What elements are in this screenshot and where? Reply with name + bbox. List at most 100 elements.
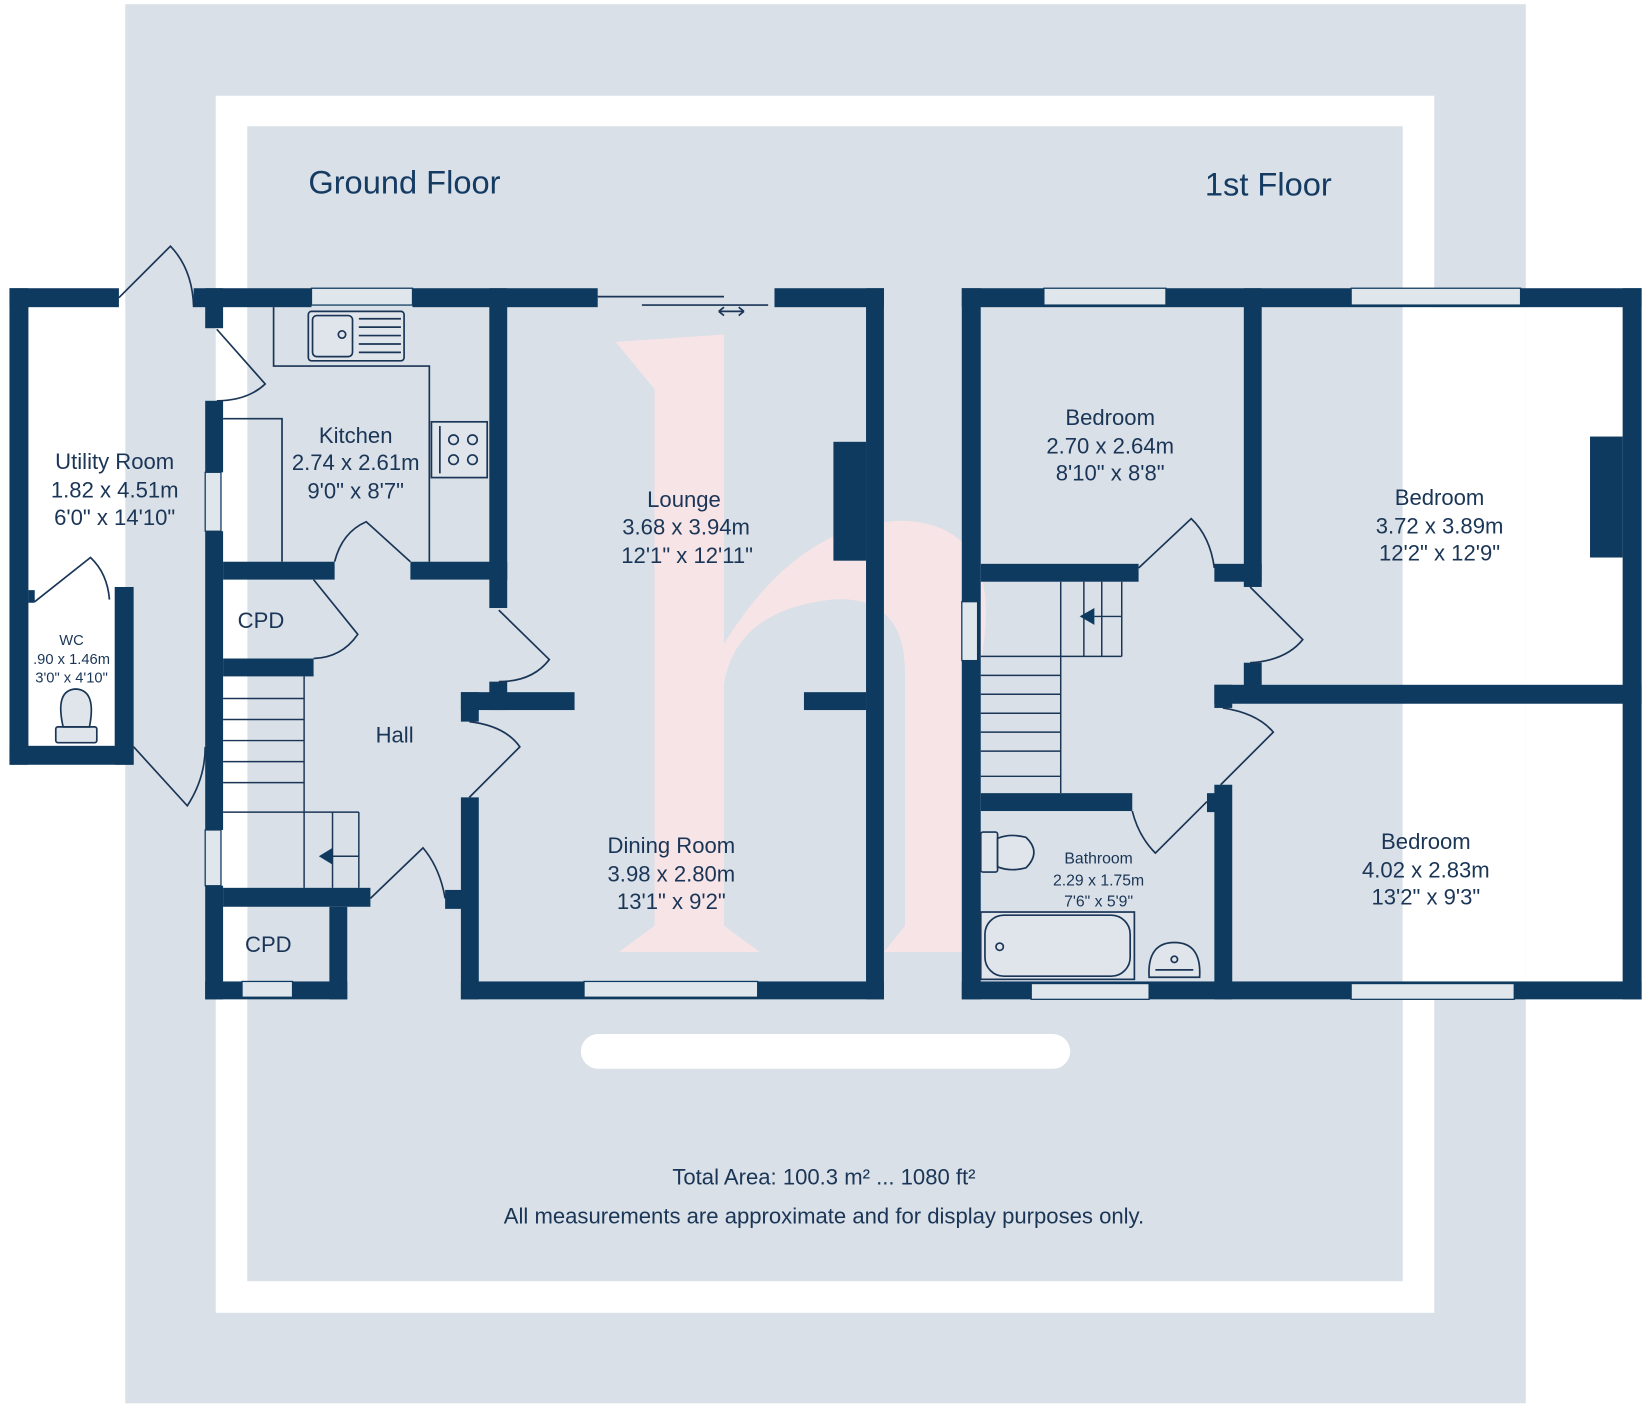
wall — [489, 288, 508, 609]
room-name: Dining Room — [608, 833, 736, 858]
room-metric: 4.02 x 2.83m — [1362, 857, 1490, 882]
room-imperial: 9'0" x 8'7" — [307, 479, 404, 504]
ground-floor-walls — [9, 288, 884, 1000]
door-lounge — [498, 609, 551, 683]
wall — [460, 797, 479, 1000]
room-label-cpd-2: CPD — [245, 932, 292, 957]
chimney-breast — [833, 441, 867, 561]
sliding-door — [597, 295, 769, 317]
ground-floor-doors — [34, 244, 769, 899]
room-name: Kitchen — [319, 423, 393, 448]
room-name: Lounge — [647, 487, 721, 512]
wall — [445, 889, 464, 909]
wall — [1206, 793, 1216, 813]
room-name: Bathroom — [1064, 851, 1132, 868]
room-imperial: 6'0" x 14'10" — [54, 505, 175, 530]
room-label-hall: Hall — [376, 723, 414, 748]
room-label-bedroom-2: Bedroom 3.72 x 3.89m 12'2" x 12'9" — [1376, 485, 1504, 566]
ground-floor-fixtures — [54, 307, 489, 888]
room-name: Bedroom — [1065, 405, 1155, 430]
first-floor-title: 1st Floor — [1205, 166, 1332, 203]
wall — [803, 692, 867, 711]
wall — [460, 692, 479, 722]
room-label-dining: Dining Room 3.98 x 2.80m 13'1" x 9'2" — [608, 833, 736, 914]
door-bedroom-3 — [1220, 707, 1275, 786]
wall — [9, 288, 29, 765]
basin-icon — [1148, 941, 1201, 979]
room-name: Utility Room — [55, 449, 174, 474]
disclaimer: All measurements are approximate and for… — [504, 1203, 1144, 1228]
window — [241, 980, 294, 998]
staircase — [223, 676, 360, 888]
window — [204, 829, 222, 887]
wall — [980, 563, 1139, 582]
room-metric: 2.29 x 1.75m — [1053, 873, 1144, 890]
kitchen-counter-left — [223, 417, 283, 562]
sink-icon — [307, 310, 405, 362]
wall — [329, 906, 348, 1000]
wall — [1214, 684, 1233, 708]
chimney-breast — [1590, 436, 1623, 558]
kitchen-counter — [272, 307, 431, 562]
wall — [1214, 684, 1642, 704]
arrow-left-icon — [318, 847, 333, 865]
room-label-lounge: Lounge 3.68 x 3.94m 12'1" x 12'11" — [621, 487, 753, 568]
room-imperial: 13'1" x 9'2" — [617, 889, 726, 914]
door-dining — [468, 720, 521, 798]
toilet-icon — [54, 688, 98, 744]
arrow-left-icon — [1079, 608, 1095, 625]
door-kitchen — [333, 520, 411, 563]
first-floor-windows — [961, 287, 1522, 1000]
room-metric: 2.70 x 2.64m — [1046, 433, 1174, 458]
wall — [1243, 662, 1262, 691]
first-floor-fixtures — [979, 581, 1201, 981]
room-metric: 1.82 x 4.51m — [51, 478, 179, 503]
room-name: WC — [59, 633, 84, 649]
ground-floor-title: Ground Floor — [308, 164, 500, 201]
door-bedroom-1 — [1138, 517, 1216, 569]
brand-logo-watermark — [615, 334, 1026, 952]
door-front — [369, 846, 446, 899]
door-utility-external — [118, 244, 195, 308]
wall — [223, 658, 314, 677]
wall — [9, 745, 134, 765]
door-wc — [34, 556, 111, 603]
room-imperial: 3'0" x 4'10" — [35, 671, 108, 687]
room-metric: 3.72 x 3.89m — [1376, 513, 1504, 538]
room-label-bathroom: Bathroom 2.29 x 1.75m 7'6" x 5'9" — [1053, 851, 1144, 911]
wall — [866, 288, 884, 1000]
toilet-icon — [979, 831, 1035, 873]
wall — [114, 586, 134, 765]
wall — [205, 288, 224, 329]
window — [1350, 287, 1522, 306]
door-cpd — [312, 579, 359, 660]
bedroom-white-strip — [1402, 307, 1526, 998]
wall — [9, 288, 119, 308]
window — [583, 980, 759, 998]
room-label-bedroom-1: Bedroom 2.70 x 2.64m 8'10" x 8'8" — [1046, 405, 1174, 486]
room-metric: .90 x 1.46m — [33, 652, 110, 668]
wall — [980, 793, 1133, 812]
cpd-white-1 — [223, 580, 248, 659]
room-label-utility: Utility Room 1.82 x 4.51m 6'0" x 14'10" — [51, 449, 179, 530]
door-utility-hall — [133, 746, 207, 808]
window — [204, 471, 222, 532]
room-imperial: 13'2" x 9'3" — [1371, 885, 1480, 910]
utility-room-floor-white — [28, 307, 126, 746]
window — [1030, 982, 1150, 1000]
room-label-wc: WC .90 x 1.46m 3'0" x 4'10" — [33, 633, 110, 687]
room-metric: 3.98 x 2.80m — [608, 862, 736, 887]
door-bathroom — [1131, 800, 1208, 855]
room-imperial: 7'6" x 5'9" — [1064, 894, 1133, 911]
window — [1043, 287, 1167, 306]
room-imperial: 8'10" x 8'8" — [1056, 461, 1165, 486]
room-name: Bedroom — [1381, 829, 1471, 854]
wall — [489, 681, 508, 711]
room-label-kitchen: Kitchen 2.74 x 2.61m 9'0" x 8'7" — [292, 423, 420, 504]
room-imperial: 12'2" x 12'9" — [1379, 541, 1500, 566]
wall — [223, 561, 335, 580]
wall — [205, 531, 224, 830]
window — [1350, 982, 1515, 1000]
room-metric: 3.68 x 3.94m — [622, 514, 750, 539]
